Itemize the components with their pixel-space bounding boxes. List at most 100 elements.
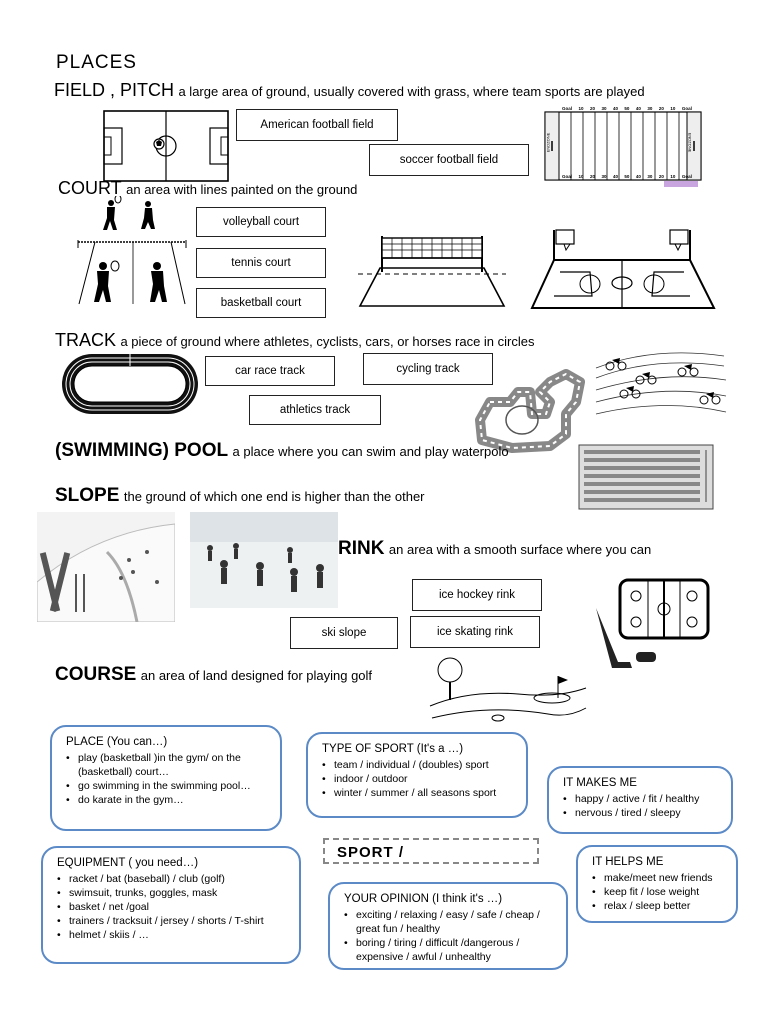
list-item: trainers / tracksuit / jersey / shorts /… — [57, 915, 287, 929]
court-term: COURT — [58, 178, 122, 198]
equipment-list: racket / bat (baseball) / club (golf) sw… — [57, 873, 287, 942]
yard-number: 10 — [670, 106, 676, 111]
field-definition: a large area of ground, usually covered … — [178, 84, 645, 99]
yard-number: 20 — [589, 106, 595, 111]
list-item: go swimming in the swimming pool… — [66, 780, 268, 794]
equipment-box-title: EQUIPMENT ( you need…) — [57, 857, 199, 869]
list-item: keep fit / lose weight — [592, 886, 724, 900]
field-heading: FIELD , PITCH a large area of ground, us… — [54, 80, 645, 101]
ice-skating-rink-label: ice skating rink — [410, 616, 540, 648]
pool-definition: a place where you can swim and play wate… — [232, 444, 509, 459]
goal-marker: Goal — [681, 106, 692, 111]
makes-me-box-title: IT MAKES ME — [563, 777, 637, 789]
track-definition: a piece of ground where athletes, cyclis… — [120, 334, 535, 349]
course-term: COURSE — [55, 664, 137, 685]
soccer-football-field-label: soccer football field — [369, 144, 529, 176]
list-item: basket / net /goal — [57, 901, 287, 915]
court-heading: COURT an area with lines painted on the … — [58, 178, 357, 199]
type-list: team / individual / (doubles) sport indo… — [322, 759, 514, 801]
basketball-court-label: basketball court — [196, 288, 326, 318]
yard-number: 10 — [670, 174, 676, 179]
slope-term: SLOPE — [55, 485, 120, 506]
pool-heading: (SWIMMING) POOL a place where you can sw… — [55, 440, 509, 462]
page-title: PLACES — [56, 52, 137, 73]
type-box-title: TYPE OF SPORT (It's a …) — [322, 743, 464, 755]
yard-number: 40 — [635, 106, 641, 111]
it-makes-me-box: IT MAKES ME happy / active / fit / healt… — [547, 766, 733, 834]
course-definition: an area of land designed for playing gol… — [140, 668, 373, 683]
list-item: make/meet new friends — [592, 872, 724, 886]
yard-number: 20 — [658, 106, 664, 111]
ski-slope-image — [37, 512, 175, 622]
ice-hockey-rink-label: ice hockey rink — [412, 579, 542, 611]
it-helps-me-box: IT HELPS ME make/meet new friends keep f… — [576, 845, 738, 923]
american-football-field-label: American football field — [236, 109, 398, 141]
course-heading: COURSE an area of land designed for play… — [55, 664, 372, 686]
tennis-court-label: tennis court — [196, 248, 326, 278]
yard-number: 10 — [578, 106, 584, 111]
rink-term: RINK — [338, 538, 385, 559]
track-term: TRACK — [55, 330, 117, 350]
makes-me-list: happy / active / fit / healthy nervous /… — [563, 793, 719, 821]
goal-marker: Goal — [681, 174, 692, 179]
list-item: team / individual / (doubles) sport — [322, 759, 514, 773]
list-item: do karate in the gym… — [66, 794, 268, 808]
list-item: swimsuit, trunks, goggles, mask — [57, 887, 287, 901]
list-item: winter / summer / all seasons sport — [322, 787, 514, 801]
yard-number: 10 — [578, 174, 584, 179]
volleyball-court-label: volleyball court — [196, 207, 326, 237]
field-term: FIELD , PITCH — [54, 80, 175, 100]
american-football-field-image — [544, 111, 702, 187]
place-box-title: PLACE (You can…) — [66, 736, 168, 748]
car-race-track-label: car race track — [205, 356, 335, 386]
opinion-list: exciting / relaxing / easy / safe / chea… — [344, 909, 554, 964]
goal-marker: Goal — [562, 106, 573, 111]
ice-rink-image — [190, 512, 338, 608]
list-item: exciting / relaxing / easy / safe / chea… — [344, 909, 554, 937]
yard-number: 40 — [612, 106, 618, 111]
slope-definition: the ground of which one end is higher th… — [123, 489, 425, 504]
yard-number: 30 — [647, 106, 653, 111]
helps-me-list: make/meet new friends keep fit / lose we… — [592, 872, 724, 914]
list-item: nervous / tired / sleepy — [563, 807, 719, 821]
court-definition: an area with lines painted on the ground — [126, 182, 358, 197]
soccer-pitch-image — [103, 110, 229, 182]
list-item: play (basketball )in the gym/ on the (ba… — [66, 752, 268, 780]
yard-number: 20 — [658, 174, 664, 179]
football-field-top-yardline: Goal 10 20 30 40 50 40 30 20 10 Goal — [562, 106, 692, 111]
list-item: helmet / skiis / … — [57, 929, 287, 943]
ice-hockey-rink-image — [596, 578, 710, 668]
your-opinion-box: YOUR OPINION (I think it's …) exciting /… — [328, 882, 568, 970]
athletics-track-image — [62, 354, 198, 414]
list-item: indoor / outdoor — [322, 773, 514, 787]
golf-course-image — [429, 657, 587, 722]
football-field-bottom-yardline: Goal 10 20 30 40 50 40 30 20 10 Goal — [562, 174, 692, 179]
place-box: PLACE (You can…) play (basketball )in th… — [50, 725, 282, 831]
place-list: play (basketball )in the gym/ on the (ba… — [66, 752, 268, 807]
athletics-track-label: athletics track — [249, 395, 381, 425]
ski-slope-label: ski slope — [290, 617, 398, 649]
slope-heading: SLOPE the ground of which one end is hig… — [55, 485, 425, 507]
car-race-track-image — [475, 369, 585, 453]
endzone-label-right: ENDZONE — [687, 132, 693, 153]
yard-number: 30 — [601, 174, 607, 179]
goal-marker: Goal — [562, 174, 573, 179]
list-item: relax / sleep better — [592, 900, 724, 914]
pool-term: (SWIMMING) POOL — [55, 440, 229, 461]
yard-number: 50 — [624, 106, 630, 111]
list-item: boring / tiring / difficult /dangerous /… — [344, 937, 554, 965]
opinion-box-title: YOUR OPINION (I think it's …) — [344, 893, 503, 905]
basketball-court-image — [530, 229, 716, 309]
swimming-pool-image — [578, 444, 714, 510]
rink-definition: an area with a smooth surface where you … — [388, 542, 652, 557]
list-item: happy / active / fit / healthy — [563, 793, 719, 807]
endzone-label-left: ENDZONE — [545, 132, 551, 153]
yard-number: 40 — [612, 174, 618, 179]
list-item: racket / bat (baseball) / club (golf) — [57, 873, 287, 887]
yard-number: 20 — [589, 174, 595, 179]
volleyball-court-image — [358, 236, 506, 307]
yard-number: 30 — [647, 174, 653, 179]
yard-number: 40 — [635, 174, 641, 179]
cycling-track-label: cycling track — [363, 353, 493, 385]
equipment-box: EQUIPMENT ( you need…) racket / bat (bas… — [41, 846, 301, 964]
